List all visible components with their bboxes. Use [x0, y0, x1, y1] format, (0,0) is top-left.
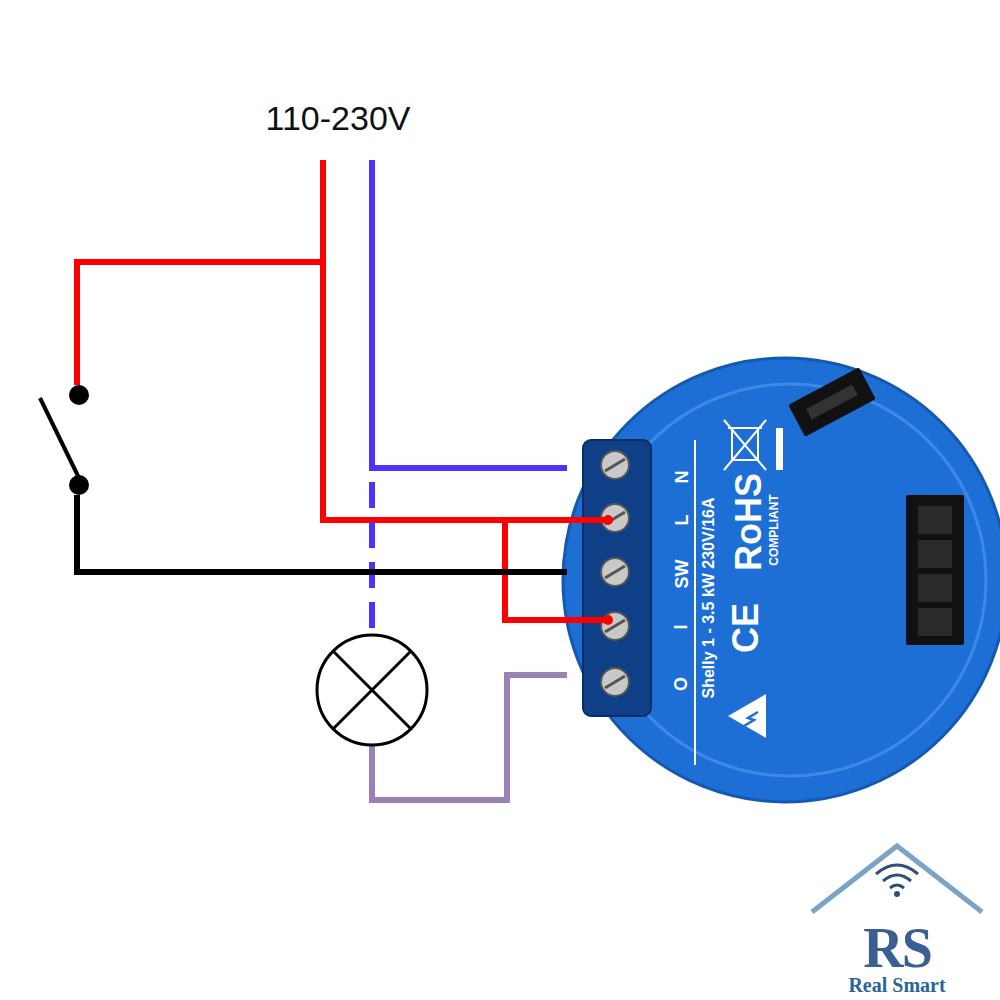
terminal-screws: [601, 451, 629, 696]
top-connector: [788, 367, 876, 436]
weee-icon: [724, 420, 766, 470]
live-branch: [77, 262, 323, 385]
wire-end: [603, 615, 613, 625]
live-wire: [323, 160, 608, 520]
switch-symbol: [40, 385, 89, 495]
rohs-mark: RoHS: [731, 473, 767, 571]
neutral-wire: [372, 160, 567, 468]
mark-bar: [776, 428, 783, 470]
lamp-symbol: [317, 635, 427, 745]
switch-wire: [77, 495, 567, 572]
logo-name: Real Smart: [848, 975, 945, 995]
label-separator: [694, 440, 696, 765]
warning-icon: [728, 694, 766, 738]
wire-end: [603, 515, 613, 525]
rohs-text: COMPLIANT: [768, 494, 780, 565]
device-rating: Shelly 1 - 3.5 kW 230V/16A: [700, 498, 716, 699]
logo-letters: RS: [863, 920, 931, 976]
terminal-name: O: [672, 677, 690, 691]
terminal-block: [583, 440, 651, 716]
neutral-lamp-wire: [369, 482, 375, 636]
terminal-name: SW: [672, 560, 690, 589]
supply-voltage: 110-230V: [266, 101, 411, 135]
terminal-name: L: [672, 515, 690, 526]
side-header: [906, 495, 964, 645]
ce-mark: CE: [728, 603, 764, 653]
terminal-name: N: [672, 471, 690, 484]
terminal-name: I: [672, 624, 690, 629]
logo-graphic: [812, 846, 982, 912]
device-body: [563, 358, 1000, 802]
device-plate: [594, 384, 986, 776]
